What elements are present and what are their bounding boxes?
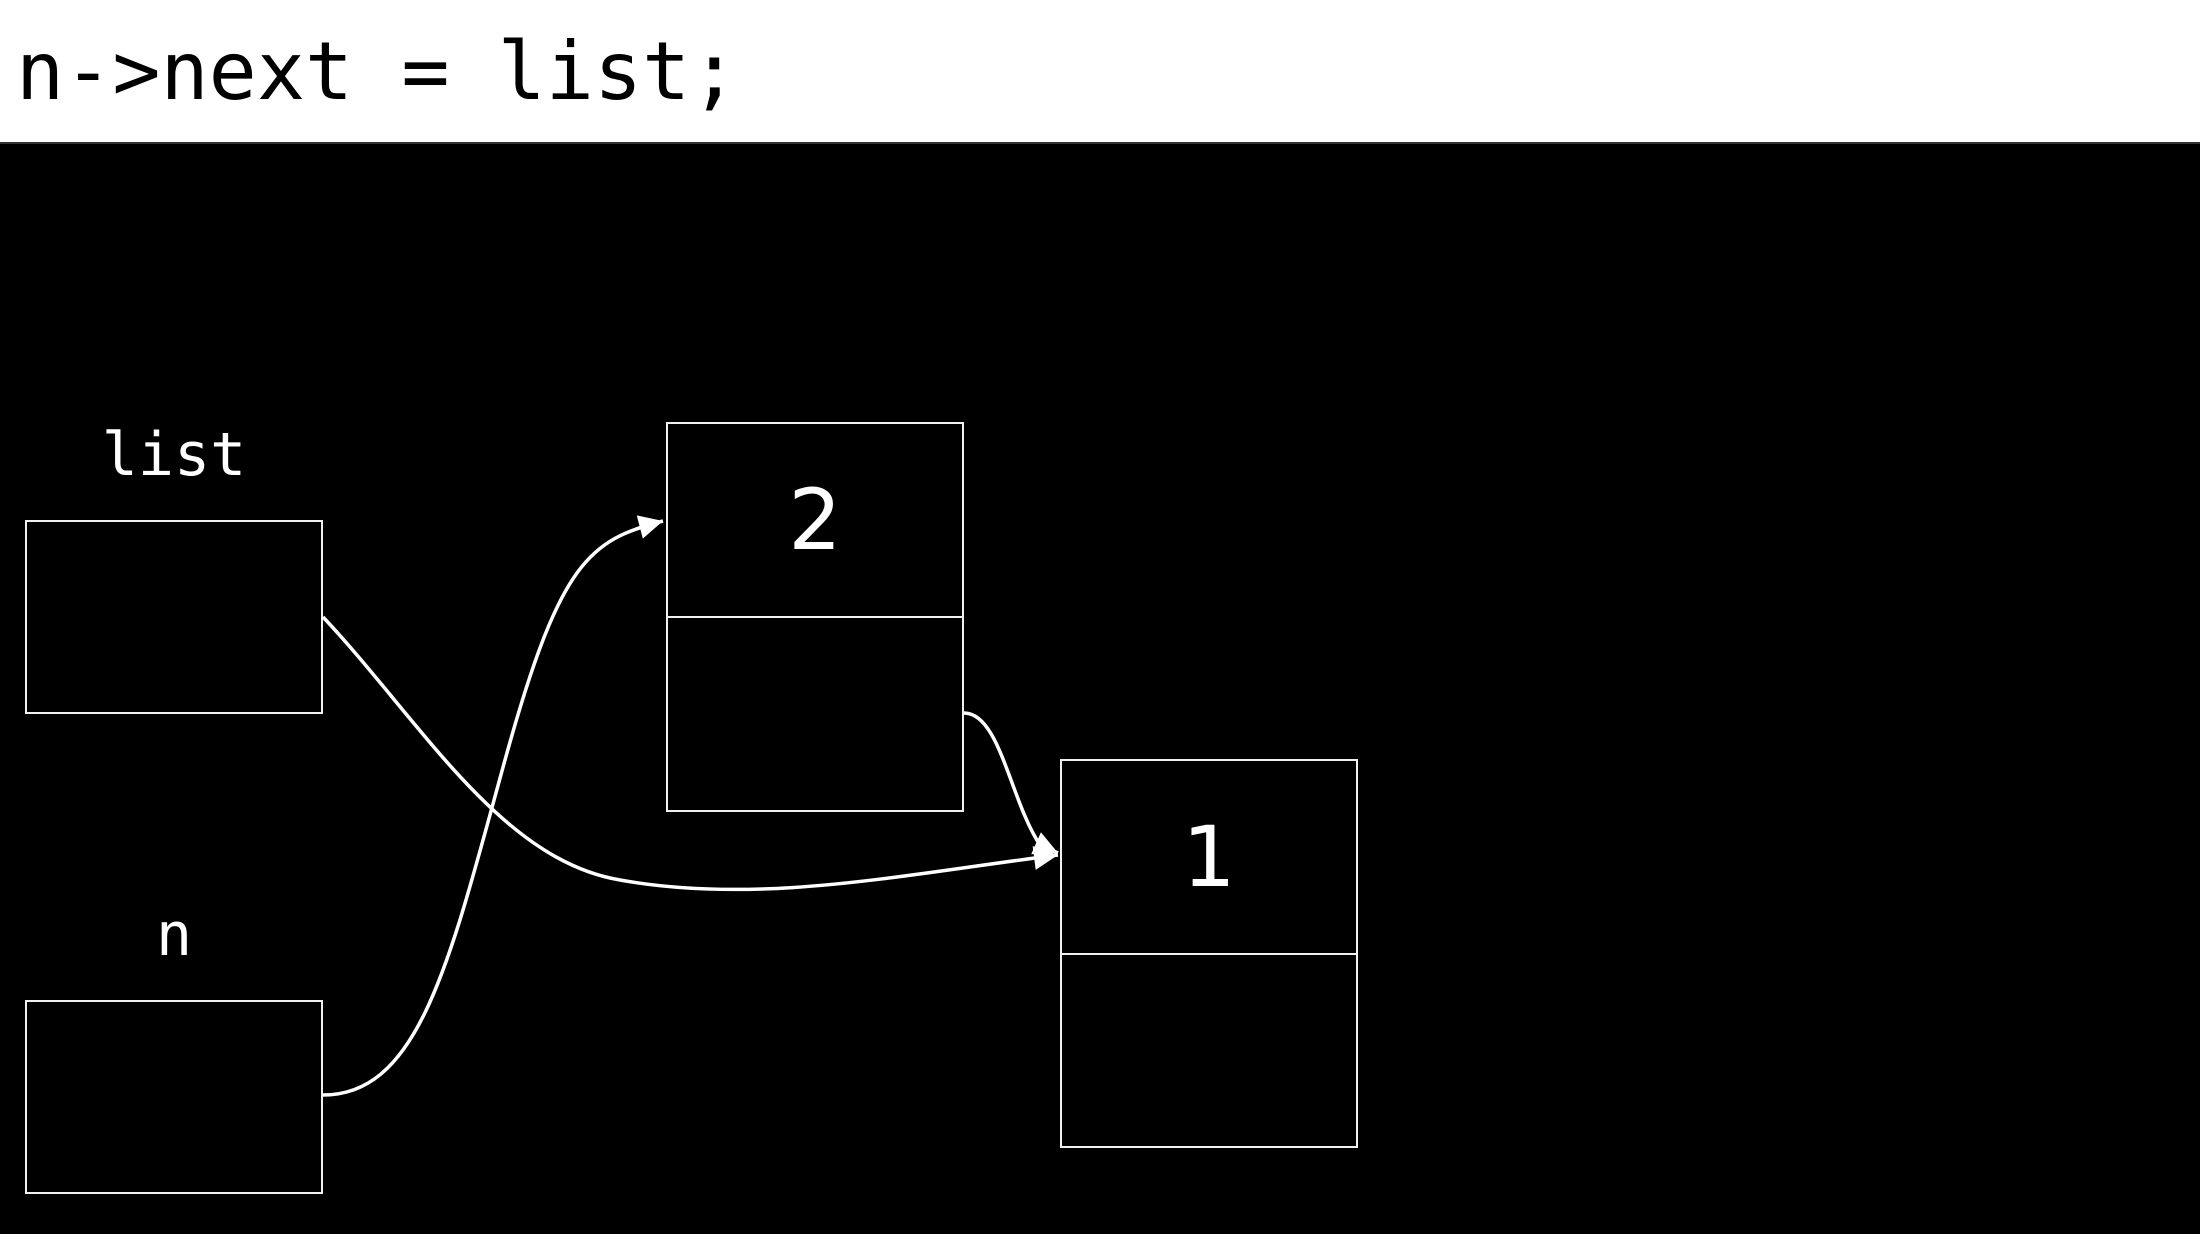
list-node-1: 1	[1060, 759, 1358, 1148]
pointer-label-n: n	[155, 900, 193, 970]
pointer-label-list: list	[101, 420, 247, 490]
pointer-box-n	[25, 1000, 323, 1194]
node-value-cell: 2	[788, 471, 842, 569]
code-header: n->next = list;	[0, 0, 2200, 144]
node-next-cell	[1062, 952, 1356, 1147]
code-statement: n->next = list;	[16, 25, 739, 118]
pointer-box-list	[25, 520, 323, 714]
node-value-cell: 1	[1182, 807, 1236, 906]
list-node-2: 2	[666, 422, 964, 812]
node-next-cell	[668, 616, 962, 810]
